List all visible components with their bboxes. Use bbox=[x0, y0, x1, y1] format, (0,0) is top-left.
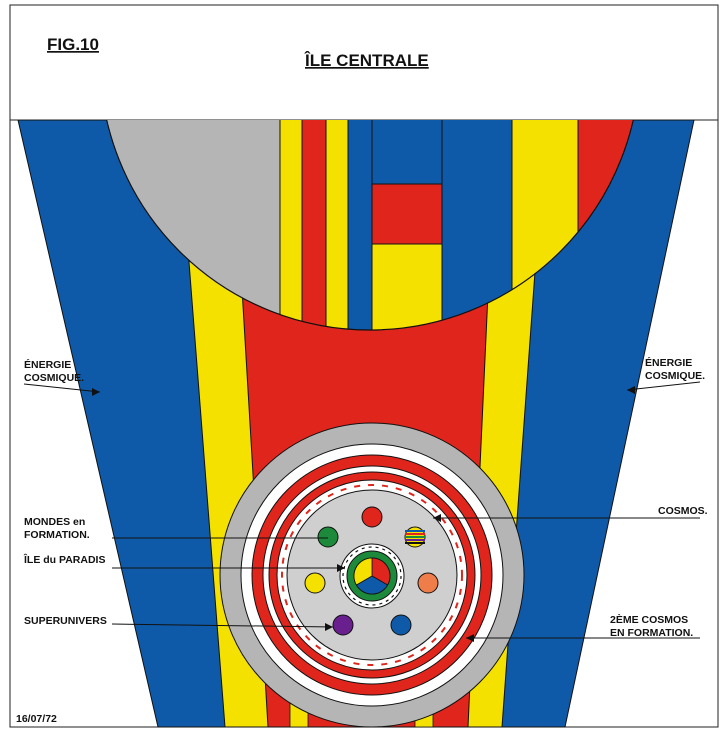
arrow-head-superunivers bbox=[325, 623, 333, 631]
label-cosmos2-2: EN FORMATION. bbox=[610, 627, 693, 639]
sphere-icon-orange bbox=[417, 572, 439, 594]
sphere-icon-blue bbox=[390, 614, 412, 636]
label-cosmos2-1: 2ÈME COSMOS bbox=[610, 613, 688, 626]
arrow-head-energie-right bbox=[627, 386, 635, 394]
label-superunivers: SUPERUNIVERS bbox=[24, 615, 107, 627]
fig-label: FIG.10 bbox=[47, 35, 99, 54]
arrow-icon-energie-right bbox=[626, 381, 701, 391]
upper-blue-stripe-1 bbox=[348, 120, 372, 330]
striped-sphere-bands bbox=[405, 530, 425, 544]
sphere-icon-purple bbox=[332, 614, 354, 636]
annotations bbox=[23, 381, 701, 642]
arrow-head-energie-left bbox=[92, 388, 100, 396]
paradise-dashed bbox=[342, 546, 402, 606]
upper-blue-block bbox=[372, 120, 442, 184]
upper-red-block bbox=[372, 184, 442, 244]
paradise-yellow-sector bbox=[353, 557, 373, 586]
label-mondes-2: FORMATION. bbox=[24, 529, 90, 541]
dashed-red-circle bbox=[281, 484, 463, 666]
arrow-head-cosmos2 bbox=[466, 634, 474, 642]
label-mondes-1: MONDES en bbox=[24, 516, 85, 528]
upper-red-stripe-1 bbox=[302, 120, 326, 330]
label-energie-left-2: COSMIQUE. bbox=[24, 372, 84, 384]
arrow-icon-energie-left bbox=[23, 383, 101, 393]
paradise-blue-sector bbox=[355, 575, 389, 595]
label-energie-right-1: ÉNERGIE bbox=[645, 356, 692, 369]
date-stamp: 16/07/72 bbox=[16, 713, 57, 725]
upper-yellow-stripe-2 bbox=[326, 120, 348, 330]
label-ile-paradis: ÎLE du PARADIS bbox=[23, 553, 105, 566]
upper-yellow-stripe-1 bbox=[280, 120, 302, 330]
label-cosmos: COSMOS. bbox=[658, 505, 708, 517]
sphere-icon-yellow bbox=[304, 572, 326, 594]
sphere-icon-red bbox=[361, 506, 383, 528]
label-energie-left-1: ÉNERGIE bbox=[24, 358, 71, 371]
label-energie-right-2: COSMIQUE. bbox=[645, 370, 705, 382]
upper-yellow-block bbox=[372, 244, 442, 330]
sphere-icon-green bbox=[317, 526, 339, 548]
arrow-head-cosmos bbox=[433, 514, 441, 522]
cosmos-rings bbox=[219, 422, 525, 728]
upper-blue-stripe-2 bbox=[442, 120, 512, 330]
arrow-head-paradis bbox=[337, 564, 345, 572]
arrow-icon-superunivers bbox=[111, 623, 334, 628]
page-title: ÎLE CENTRALE bbox=[304, 51, 429, 70]
upper-sphere-outline bbox=[106, 120, 634, 331]
